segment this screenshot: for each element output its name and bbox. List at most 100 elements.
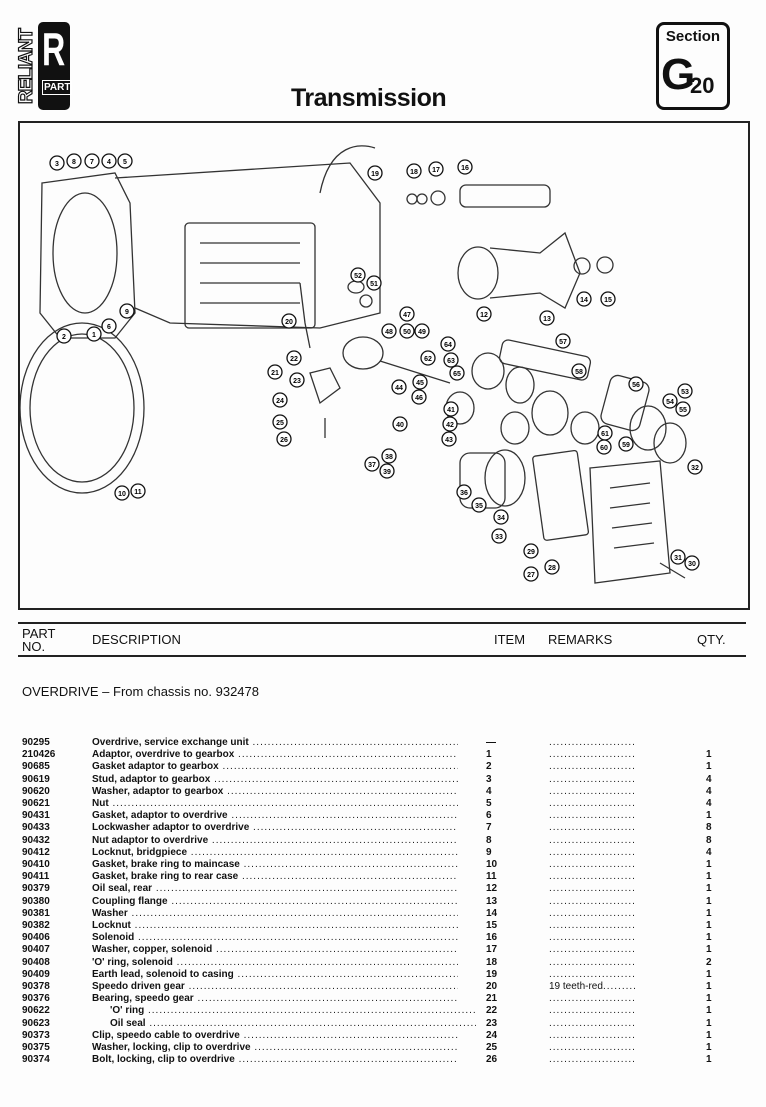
svg-text:2: 2 (62, 334, 66, 341)
item-number: 13 (486, 895, 498, 907)
quantity: 1 (706, 993, 712, 1005)
item-number: 16 (486, 932, 498, 944)
quantity: 1 (706, 761, 712, 773)
callout-15: 15 (600, 291, 616, 307)
remarks (549, 761, 635, 773)
svg-text:19: 19 (371, 171, 379, 178)
callout-16: 16 (457, 159, 473, 175)
callout-33: 33 (491, 528, 507, 544)
svg-text:37: 37 (368, 462, 376, 469)
description: Washer, copper, solenoid (92, 944, 458, 956)
remarks (549, 798, 635, 810)
part-number: 210426 (22, 749, 56, 761)
col-header-part-no: PART NO. (22, 626, 56, 654)
callout-44: 44 (391, 379, 407, 395)
part-number: 90623 (22, 1017, 50, 1029)
svg-text:8: 8 (72, 159, 76, 166)
col-header-item: ITEM (494, 632, 526, 647)
svg-text:40: 40 (396, 422, 404, 429)
remarks (549, 932, 635, 944)
svg-text:33: 33 (495, 534, 503, 541)
svg-text:6: 6 (107, 324, 111, 331)
callout-10: 10 (114, 485, 130, 501)
svg-text:24: 24 (276, 398, 284, 405)
svg-text:7: 7 (90, 159, 94, 166)
description: Lockwasher adaptor to overdrive (92, 822, 458, 834)
quantity: 1 (706, 1017, 712, 1029)
quantity: 4 (706, 785, 712, 797)
item-number: 10 (486, 859, 498, 870)
callout-8: 8 (66, 153, 82, 169)
quantity: 4 (706, 846, 712, 858)
callout-3: 3 (49, 155, 65, 171)
item-number: 7 (486, 822, 492, 834)
description: Gasket, adaptor to overdrive (92, 810, 458, 822)
description: Overdrive, service exchange unit (92, 737, 458, 749)
svg-text:62: 62 (424, 356, 432, 363)
part-number: 90620 (22, 785, 50, 797)
svg-text:11: 11 (134, 489, 142, 496)
svg-text:64: 64 (444, 342, 452, 349)
part-number: 90373 (22, 1029, 50, 1041)
callout-11: 11 (130, 483, 146, 499)
diagram-parts (19, 145, 687, 584)
svg-text:29: 29 (527, 549, 535, 556)
quantity: 1 (706, 1042, 712, 1053)
part-number: 90412 (22, 846, 50, 858)
item-number: 8 (486, 834, 492, 846)
item-number: 4 (486, 785, 492, 797)
description: Bearing, speedo gear (92, 993, 458, 1005)
header-rule-top (18, 622, 746, 624)
callout-38: 38 (381, 448, 397, 464)
description: Nut (92, 798, 458, 810)
callout-40: 40 (392, 416, 408, 432)
callout-45: 45 (412, 374, 428, 390)
callout-5: 5 (117, 153, 133, 169)
svg-text:41: 41 (447, 407, 455, 414)
remarks (549, 1030, 635, 1042)
svg-text:12: 12 (480, 312, 488, 319)
table-row: 90621Nut54 (0, 798, 766, 810)
description: Washer, locking, clip to overdrive (92, 1042, 458, 1054)
svg-text:16: 16 (461, 165, 469, 172)
item-number: 12 (486, 883, 498, 895)
svg-text:15: 15 (604, 297, 612, 304)
callout-25: 25 (272, 414, 288, 430)
part-number: 90295 (22, 737, 50, 748)
item-number: 26 (486, 1054, 498, 1066)
svg-text:34: 34 (497, 515, 505, 522)
callout-2: 2 (56, 328, 72, 344)
description: Coupling flange (92, 896, 458, 908)
description: Gasket adaptor to gearbox (92, 761, 458, 773)
description: Bolt, locking, clip to overdrive (92, 1054, 458, 1066)
callout-57: 57 (555, 333, 571, 349)
part-number: 90411 (22, 871, 50, 883)
remarks (549, 896, 635, 908)
svg-text:18: 18 (410, 169, 418, 176)
item-number: 19 (486, 968, 498, 980)
quantity: 1 (706, 871, 712, 883)
col-header-qty: QTY. (697, 632, 726, 647)
item-number: 2 (486, 761, 492, 773)
callout-51: 51 (366, 275, 382, 291)
quantity: 1 (706, 920, 712, 931)
part-number: 90407 (22, 944, 50, 956)
svg-text:56: 56 (632, 382, 640, 389)
svg-text:14: 14 (580, 297, 588, 304)
part-number: 90622 (22, 1005, 50, 1017)
table-row: 90382Locknut151 (0, 920, 766, 932)
callout-36: 36 (456, 484, 472, 500)
callout-17: 17 (428, 161, 444, 177)
item-number: — (486, 737, 496, 748)
table-row: 90622'O' ring221 (0, 1005, 766, 1017)
part-number: 90374 (22, 1054, 50, 1066)
remarks (549, 786, 635, 798)
callout-48: 48 (381, 323, 397, 339)
callout-9: 9 (119, 303, 135, 319)
part-number: 90382 (22, 920, 50, 931)
